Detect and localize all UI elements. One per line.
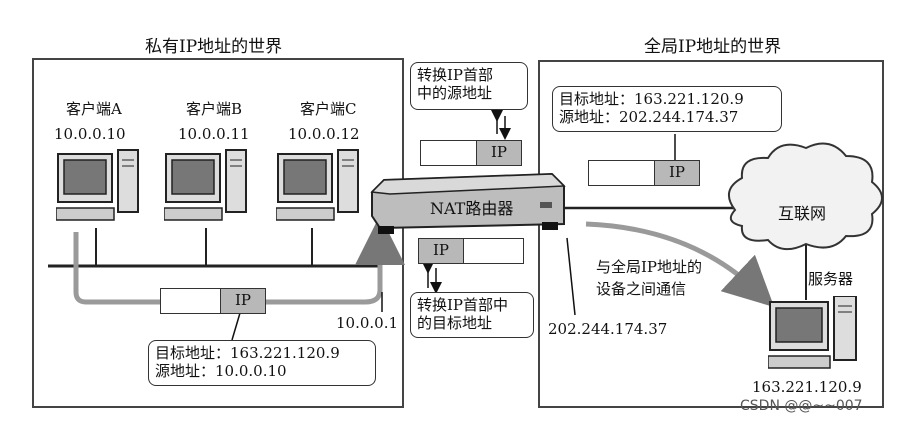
global-world-title: 全局IP地址的世界 [644,37,782,57]
comm-label-line1: 与全局IP地址的 [596,258,703,276]
private-note-destination: 目标地址：163.221.120.9 [155,344,340,362]
private-packet-header: IP [220,289,265,313]
nat-top-packet-header: IP [476,141,521,165]
private-world-title: 私有IP地址的世界 [145,37,283,57]
client-c-name: 客户端C [300,100,357,118]
internet-label: 互联网 [778,204,827,223]
global-packet: IP [588,160,700,186]
router-inner-ip: 10.0.0.1 [336,314,399,332]
client-c-computer-icon [276,149,359,221]
client-a-name: 客户端A [66,100,122,118]
client-b-ip: 10.0.0.11 [178,125,250,143]
private-note-source: 源地址：10.0.0.10 [155,362,287,380]
global-note-destination: 目标地址：163.221.120.9 [559,90,744,108]
nat-destination-conversion-note: 转换IP首部中 的目标地址 [410,292,534,338]
nat-source-conversion-note: 转换IP首部 中的源地址 [410,62,528,110]
nat-router-icon [370,172,566,234]
nat-bottom-note-line1: 转换IP首部中 [417,296,509,314]
nat-bottom-note-line2: 的目标地址 [417,314,493,332]
private-address-note: 目标地址：163.221.120.9 源地址：10.0.0.10 [148,340,376,386]
private-packet: IP [160,288,266,314]
client-b-name: 客户端B [186,100,243,118]
nat-top-note-line1: 转换IP首部 [417,66,494,84]
nat-bottom-packet-header: IP [419,239,464,263]
global-address-note: 目标地址：163.221.120.9 源地址：202.244.174.37 [552,86,782,132]
csdn-watermark: CSDN @@~~007 [740,398,863,414]
nat-top-packet: IP [420,140,522,166]
nat-top-note-line2: 中的源地址 [417,84,493,102]
global-packet-header: IP [654,161,699,185]
server-label: 服务器 [808,270,854,288]
server-computer-icon [768,296,857,369]
client-a-ip: 10.0.0.10 [54,125,126,143]
nat-router-label: NAT路由器 [430,199,514,218]
client-a-computer-icon [56,149,139,221]
router-outer-ip: 202.244.174.37 [548,320,668,338]
internet-cloud [727,142,883,251]
comm-label-line2: 设备之间通信 [596,280,687,298]
global-flow-arrow [585,221,775,308]
nat-bottom-packet: IP [418,238,524,264]
client-c-ip: 10.0.0.12 [288,125,360,143]
server-ip: 163.221.120.9 [752,378,862,396]
client-b-computer-icon [164,149,247,221]
global-note-source: 源地址：202.244.174.37 [559,108,739,126]
